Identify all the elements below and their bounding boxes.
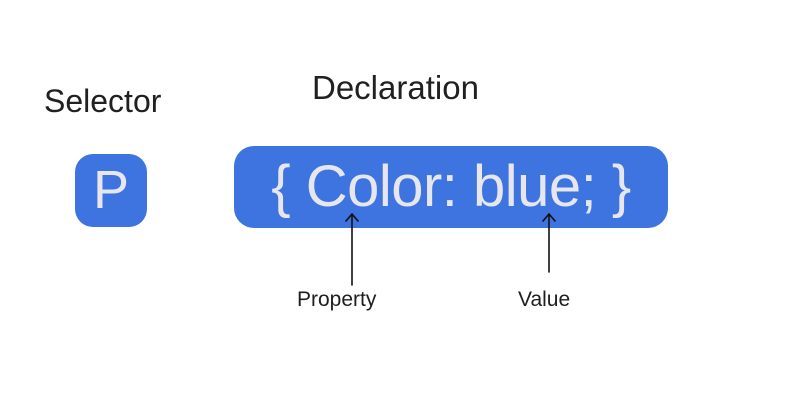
- declaration-box: { Color: blue; }: [234, 146, 668, 228]
- property-arrow-head: [345, 213, 359, 222]
- property-label: Property: [297, 288, 377, 311]
- property-arrow: [345, 213, 359, 286]
- value-label: Value: [518, 288, 571, 311]
- value-arrow: [542, 213, 556, 273]
- declaration-heading: Declaration: [312, 69, 479, 106]
- selector-heading: Selector: [44, 83, 162, 119]
- selector-box: P: [75, 154, 147, 227]
- value-arrow-head: [542, 213, 556, 222]
